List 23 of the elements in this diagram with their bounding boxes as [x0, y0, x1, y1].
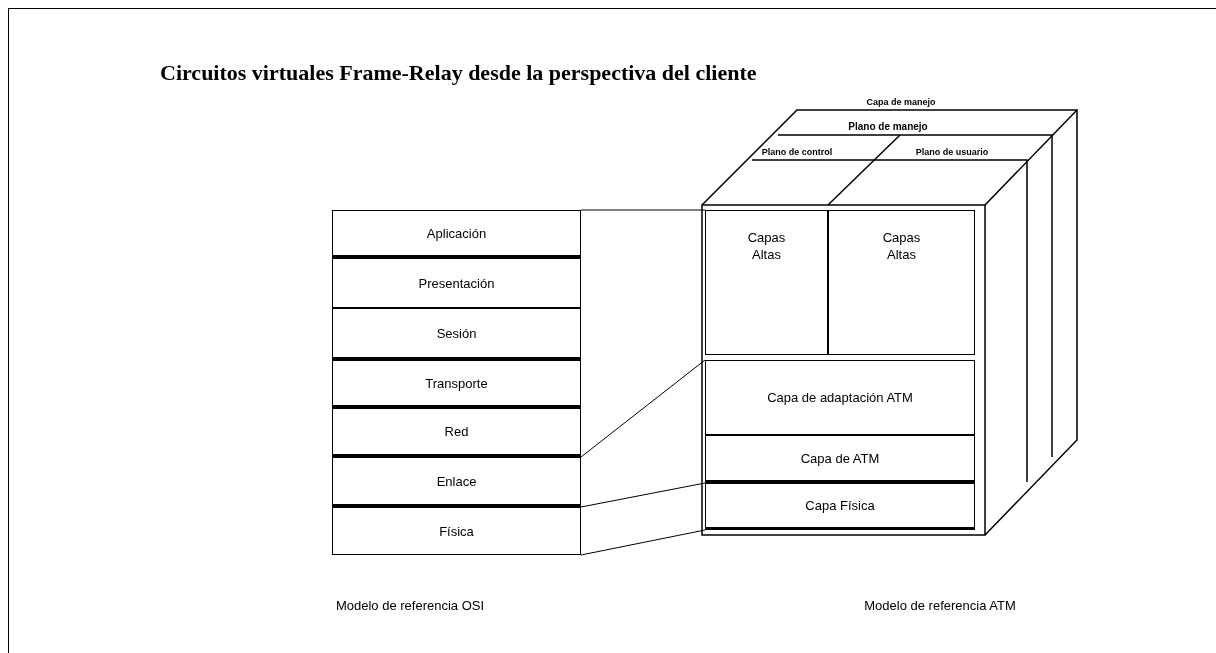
layer-mapping-line [580, 359, 706, 458]
plane-label: Capa de manejo [866, 97, 936, 107]
layer-mapping-line [580, 529, 706, 556]
atm-layer-box: Capas Altas [705, 210, 828, 355]
osi-layer-box: Red [332, 408, 581, 457]
model-caption: Modelo de referencia OSI [335, 598, 485, 613]
osi-layer-box: Sesión [332, 308, 581, 360]
osi-layer-box: Aplicación [332, 210, 581, 258]
atm-layer-box: Capa Física [705, 483, 975, 530]
plane-label: Plano de usuario [915, 147, 989, 157]
osi-layer-box: Presentación [332, 258, 581, 308]
plane-label: Plano de control [761, 147, 833, 157]
layer-mapping-line [580, 482, 706, 508]
atm-layer-box: Capas Altas [828, 210, 975, 355]
atm-layer-box: Capa de ATM [705, 435, 975, 483]
osi-layer-box: Enlace [332, 457, 581, 507]
layer-mapping-line [580, 209, 706, 211]
model-caption: Modelo de referencia ATM [864, 598, 1016, 613]
osi-layer-box: Transporte [332, 360, 581, 408]
atm-layer-box: Capa de adaptación ATM [705, 360, 975, 435]
diagram-title: Circuitos virtuales Frame-Relay desde la perspectiva del cliente [160, 60, 757, 86]
plane-label: Plano de manejo [848, 121, 928, 132]
osi-layer-box: Física [332, 507, 581, 555]
